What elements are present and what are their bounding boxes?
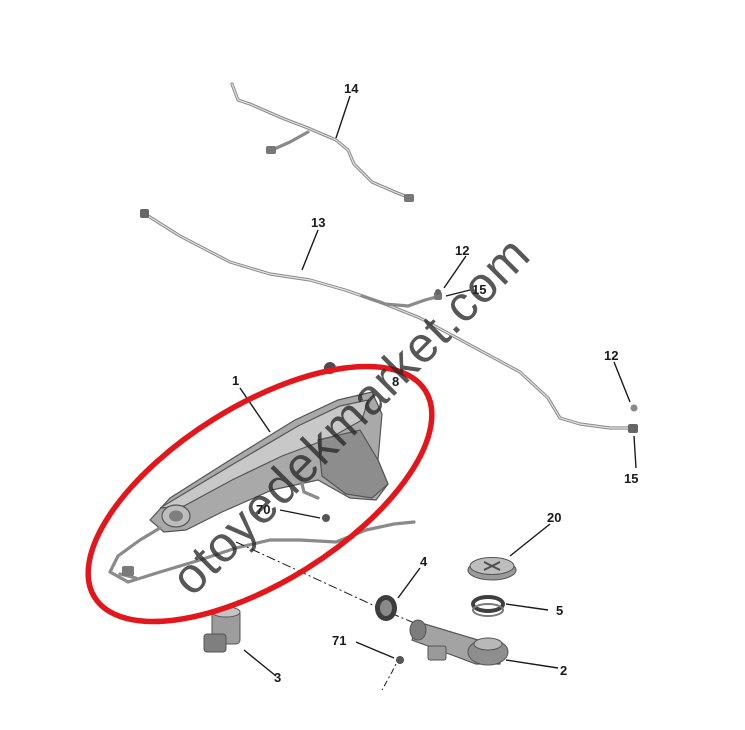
callout-4: 4 [420, 554, 428, 569]
neck-seal [471, 595, 505, 617]
callout-71: 71 [332, 633, 346, 648]
callout-8: 8 [392, 374, 399, 389]
seal-grommet [375, 595, 397, 621]
screw-70 [322, 514, 330, 522]
installation-axis [235, 541, 437, 633]
callout-labels: 14 13 12 15 12 15 1 8 70 4 20 5 71 2 3 [232, 81, 638, 685]
callout-5: 5 [556, 603, 563, 618]
lower-hoses [108, 520, 416, 584]
callout-15-top: 15 [472, 282, 486, 297]
callout-12-top: 12 [455, 243, 469, 258]
callout-20: 20 [547, 510, 561, 525]
filler-neck [409, 619, 509, 666]
filler-cap [467, 557, 517, 581]
callout-1: 1 [232, 373, 239, 388]
callout-3: 3 [274, 670, 281, 685]
callout-15-right: 15 [624, 471, 638, 486]
highlight-ellipse [85, 363, 435, 625]
callout-12-right: 12 [604, 348, 618, 363]
callout-13: 13 [311, 215, 325, 230]
callout-2: 2 [560, 663, 567, 678]
callout-14: 14 [344, 81, 359, 96]
hose-14 [230, 82, 414, 202]
screw-71 [396, 656, 404, 664]
callout-70: 70 [256, 502, 270, 517]
washer-reservoir [149, 362, 389, 533]
clip-12 [435, 289, 441, 295]
leader-lines [239, 95, 637, 677]
